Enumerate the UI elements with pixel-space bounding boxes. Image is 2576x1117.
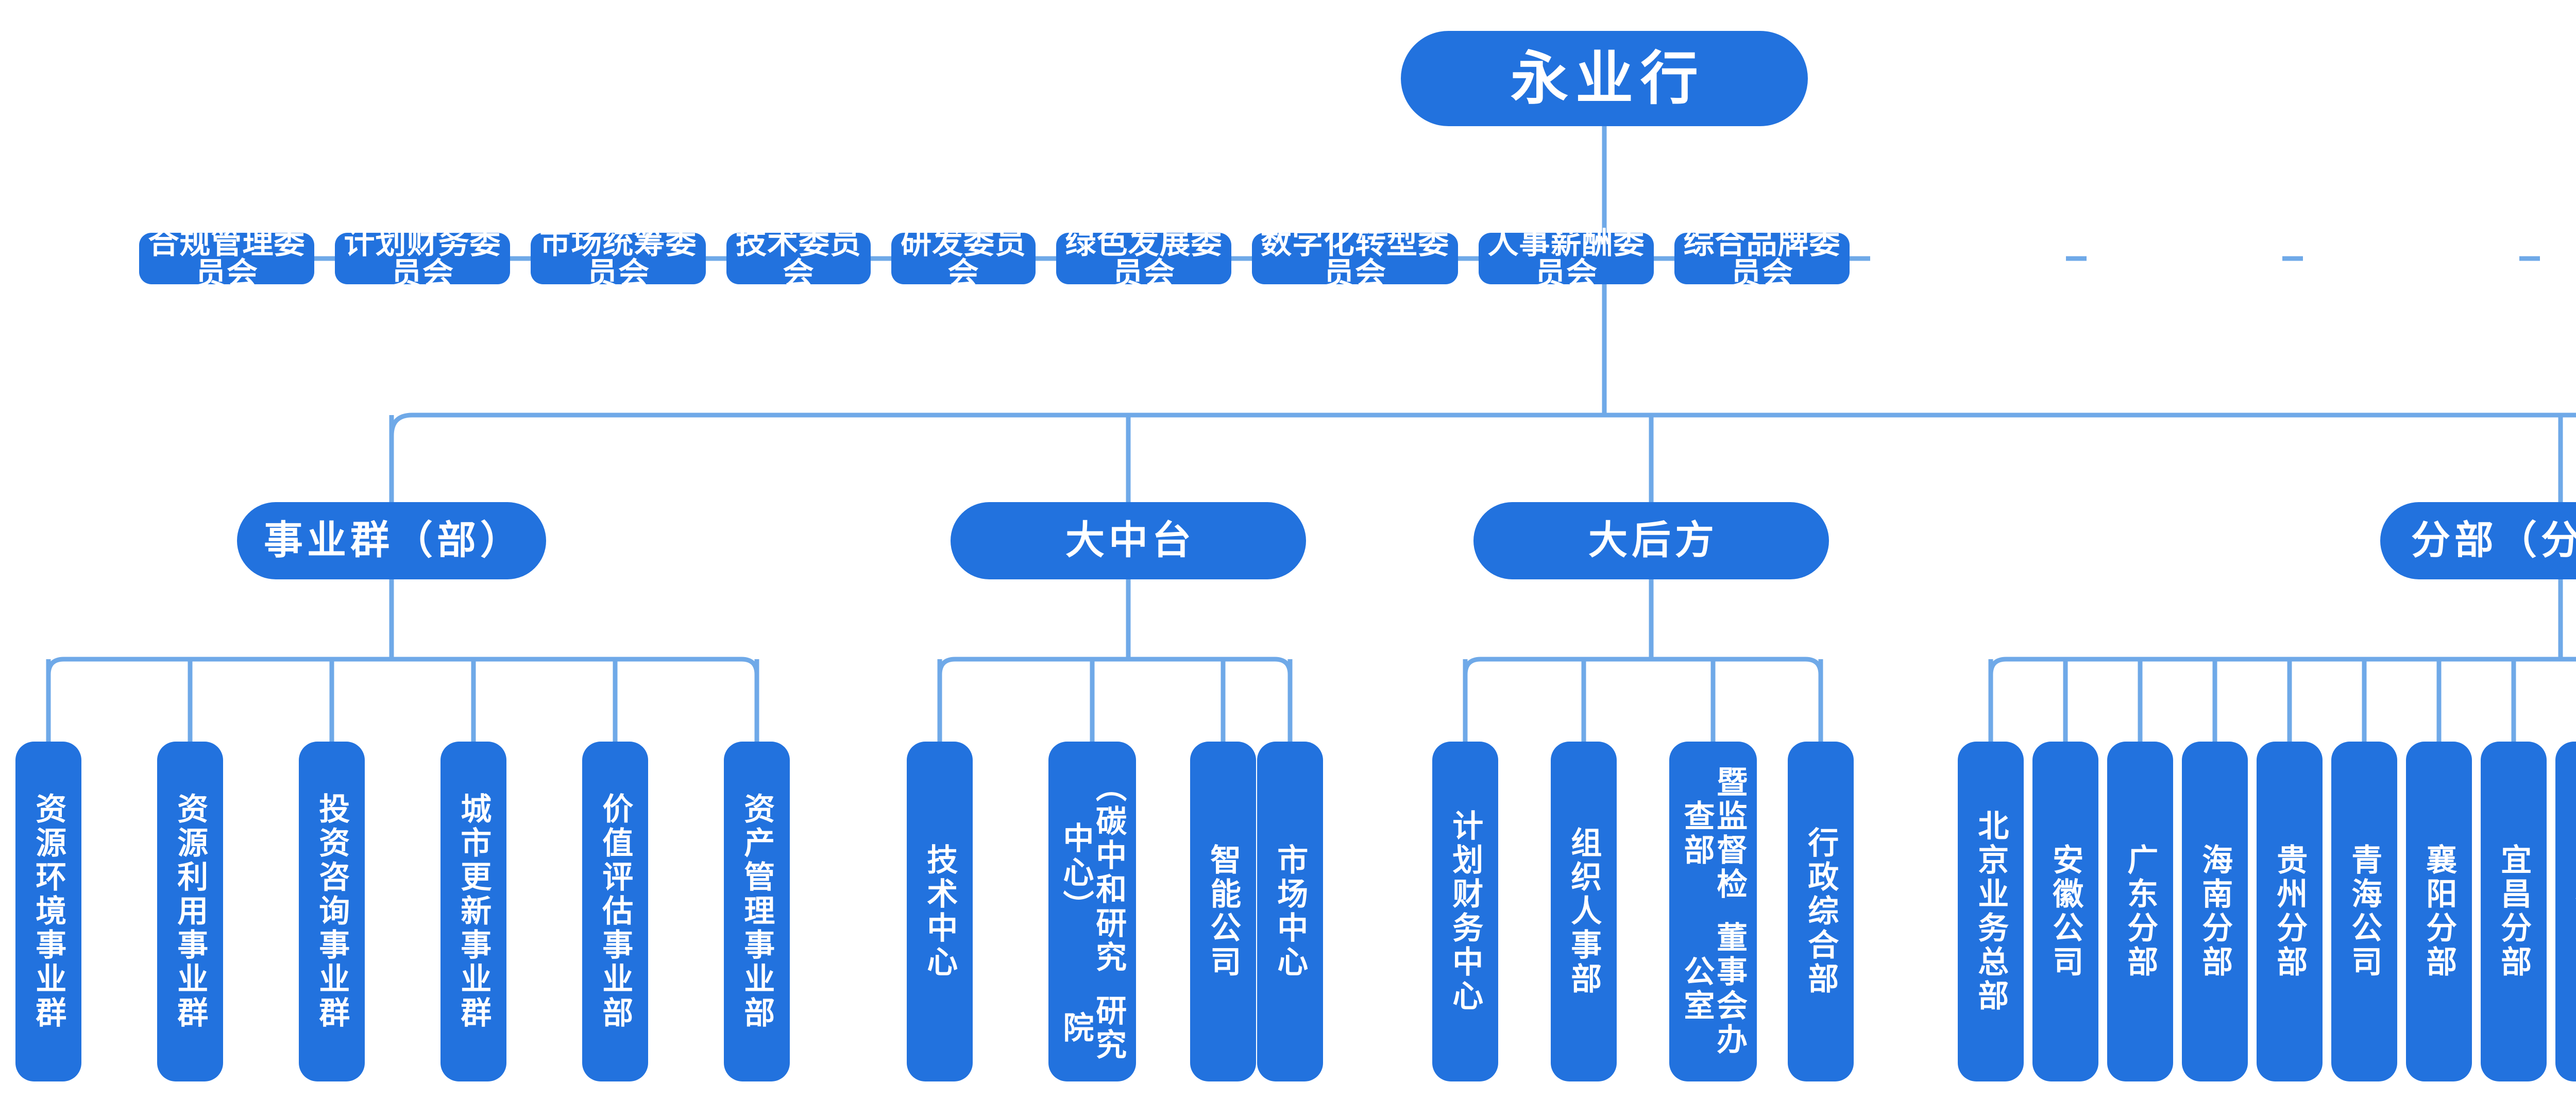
division-branches[interactable]: 分部（分公司） (2380, 502, 2576, 579)
leaf-beijing-business-hq[interactable]: 北京业务总部 (1958, 742, 2024, 1081)
committee-integrated-brand[interactable]: 综合品牌委员会 (1674, 228, 1850, 289)
leaf-xiangyang-branch[interactable]: 襄阳分部 (2406, 742, 2472, 1081)
committee-green-development[interactable]: 绿色发展委员会 (1056, 228, 1231, 289)
division-back-office[interactable]: 大后方 (1473, 502, 1829, 579)
division-middle-platform[interactable]: 大中台 (951, 502, 1306, 579)
leaf-market-center[interactable]: 市场中心 (1257, 742, 1323, 1081)
leaf-intelligent-company[interactable]: 智能公司 (1190, 742, 1256, 1081)
leaf-guizhou-branch[interactable]: 贵州分部 (2257, 742, 2323, 1081)
committee-rnd[interactable]: 研发委员会 (891, 228, 1036, 289)
leaf-text-col-right: 暨监督检查部 (1680, 766, 1747, 902)
leaf-hainan-branch[interactable]: 海南分部 (2182, 742, 2248, 1081)
leaf-research-institute-carbon-neutral-center[interactable]: （碳中和研究中心） 研究院 (1048, 742, 1136, 1081)
root-node-yongyehang[interactable]: 永业行 (1401, 31, 1808, 126)
committee-technology[interactable]: 技术委员会 (726, 228, 871, 289)
committee-plan-finance[interactable]: 计划财务委员会 (335, 228, 510, 289)
leaf-supervision-inspection-board-office[interactable]: 暨监督检查部 董事会办公室 (1669, 742, 1757, 1081)
leaf-plan-finance-center[interactable]: 计划财务中心 (1432, 742, 1498, 1081)
leaf-value-assessment-dept[interactable]: 价值评估事业部 (582, 742, 648, 1081)
leaf-anhui-company[interactable]: 安徽公司 (2032, 742, 2098, 1081)
leaf-huangshi-branch[interactable]: 黄石分部 (2555, 742, 2576, 1081)
leaf-resource-environment-group[interactable]: 资源环境事业群 (15, 742, 81, 1081)
committee-compliance-management[interactable]: 合规管理委员会 (139, 228, 314, 289)
leaf-technology-center[interactable]: 技术中心 (907, 742, 973, 1081)
leaf-qinghai-company[interactable]: 青海公司 (2331, 742, 2397, 1081)
leaf-text-col-left: 董事会办公室 (1680, 921, 1747, 1057)
leaf-text-col-right: （碳中和研究中心） (1059, 770, 1126, 975)
committee-digital-transformation[interactable]: 数字化转型委员会 (1252, 228, 1458, 289)
leaf-asset-management-dept[interactable]: 资产管理事业部 (724, 742, 790, 1081)
leaf-yichang-branch[interactable]: 宜昌分部 (2481, 742, 2547, 1081)
leaf-resource-utilization-group[interactable]: 资源利用事业群 (157, 742, 223, 1081)
leaf-organization-hr-dept[interactable]: 组织人事部 (1551, 742, 1617, 1081)
committee-hr-compensation[interactable]: 人事薪酬委员会 (1479, 228, 1654, 289)
leaf-text-col-left: 研究院 (1059, 994, 1126, 1062)
leaf-administration-general-dept[interactable]: 行政综合部 (1788, 742, 1854, 1081)
committee-market-coordination[interactable]: 市场统筹委员会 (531, 228, 706, 289)
leaf-urban-renewal-group[interactable]: 城市更新事业群 (440, 742, 506, 1081)
leaf-guangdong-branch[interactable]: 广东分部 (2107, 742, 2173, 1081)
division-business-groups[interactable]: 事业群（部） (237, 502, 546, 579)
leaf-investment-consulting-group[interactable]: 投资咨询事业群 (299, 742, 365, 1081)
